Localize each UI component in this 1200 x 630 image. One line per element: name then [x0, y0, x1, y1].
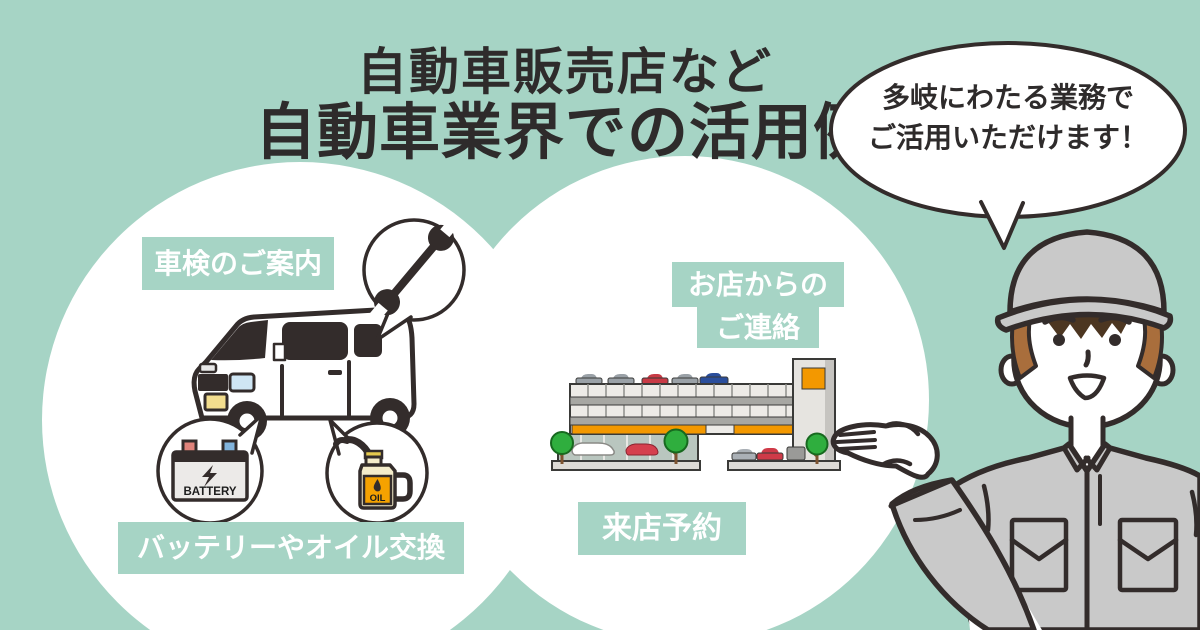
page-title: 自動車販売店など 自動車業界での活用例: [0, 44, 1130, 164]
battery-icon-label: BATTERY: [183, 486, 236, 498]
chest-pockets: [1009, 517, 1179, 593]
van-license-plate: [203, 392, 229, 412]
oil-bubble: OIL: [325, 418, 429, 525]
van-door-seams: [280, 360, 351, 417]
building-orange-sign: [801, 367, 826, 390]
trees: [550, 428, 829, 464]
mouth: [1067, 373, 1107, 401]
right-eye: [1109, 334, 1121, 346]
speech-bubble-text: 多岐にわたる業務で ご活用いただけます！: [838, 78, 1178, 158]
building-orange-band-left: [571, 424, 707, 435]
cap-brim: [994, 296, 1174, 333]
mechanic-character-illustration: [830, 229, 1200, 630]
roof-cars: [575, 373, 729, 385]
speech-bubble-line1: 多岐にわたる業務で: [881, 82, 1134, 113]
hair-left: [1010, 314, 1038, 380]
van-pillar-panel: [272, 342, 287, 362]
wrench-bubble: [362, 218, 466, 342]
label-battery-oil-change: バッテリーやオイル交換: [118, 522, 464, 574]
title-line1: 自動車販売店など: [357, 44, 773, 100]
speech-bubble-tail: [981, 196, 1024, 248]
hair-right: [1136, 314, 1164, 380]
van-windshield: [211, 320, 268, 361]
building-base-right: [727, 460, 841, 471]
cuff-line: [888, 478, 953, 509]
van-side-window: [282, 322, 348, 360]
building-orange-band-right: [733, 424, 795, 435]
collar: [1061, 445, 1113, 473]
building-base-left: [551, 460, 701, 471]
palm-crease: [881, 458, 913, 467]
van-door-handle: [328, 370, 342, 375]
nose: [1083, 349, 1091, 368]
showroom-white-car: [571, 442, 615, 456]
label-store-contact-line2: ご連絡: [697, 307, 819, 348]
title-line2: 自動車業界での活用例: [254, 98, 875, 166]
speech-bubble: [829, 41, 1187, 250]
battery-bubble: BATTERY: [156, 413, 264, 525]
parked-cars: [731, 446, 806, 461]
dealership-building-illustration: [550, 358, 841, 471]
building-main-block: [569, 383, 797, 435]
thumb-line: [885, 421, 921, 437]
speech-bubble-line2: ご活用いただけます！: [867, 122, 1148, 153]
left-eyebrow: [1042, 314, 1076, 325]
wrench-icon: [369, 218, 459, 322]
right-eyebrow: [1098, 314, 1132, 325]
oil-can-icon: OIL: [333, 436, 413, 510]
van-headlight: [198, 362, 218, 374]
van-grille: [198, 374, 228, 391]
presenting-hand: [830, 421, 940, 480]
oil-icon-label: OIL: [370, 493, 386, 504]
label-vehicle-inspection: 車検のご案内: [142, 237, 334, 290]
label-visit-reservation: 来店予約: [578, 502, 746, 555]
van-rear-window: [354, 324, 382, 357]
left-eye: [1053, 334, 1065, 346]
label-store-contact-line1: お店からの: [672, 262, 844, 307]
finger-lines: [835, 430, 877, 451]
showroom-red-car: [625, 443, 659, 456]
van-door-window: [228, 372, 256, 393]
battery-icon: BATTERY: [171, 439, 249, 502]
